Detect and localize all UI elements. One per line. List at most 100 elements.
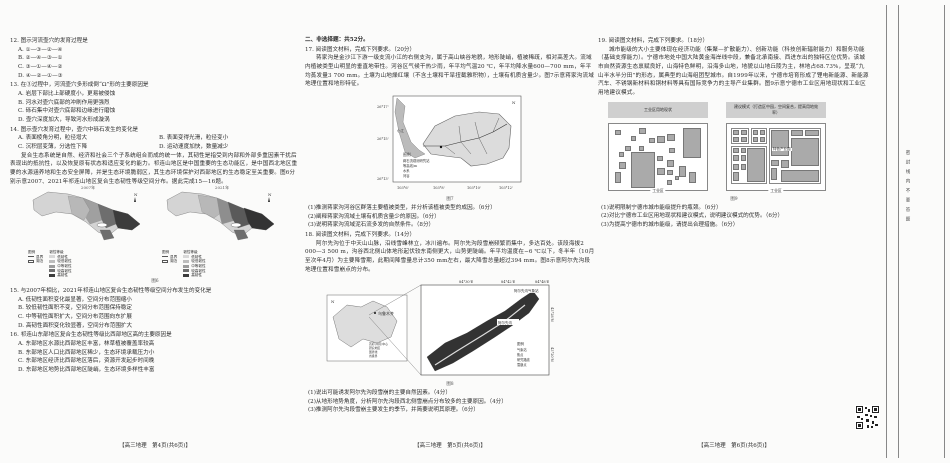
svg-text:小江: 小江 [397, 128, 405, 133]
svg-text:气象站: 气象站 [517, 347, 527, 352]
option-c: C. 砾石集中对壶穴底部和边缘进行磨蚀 [18, 108, 116, 115]
map-year-label: 2021年 [214, 185, 230, 191]
option-d: D. 壶穴深度加大，导致河水形成漩涡 [18, 116, 110, 123]
svg-text:阿尔先沟: 阿尔先沟 [498, 320, 512, 325]
aerxiangou-avalanche-map: 乌鲁木齐 N 首府(州府)中心 研究地区 国界线 省级界 84°30'E 84°… [326, 280, 554, 376]
svg-text:N: N [268, 192, 272, 197]
map-2007: 2007年 N 图例 县界 湖泊 韧性等级 [28, 185, 148, 278]
option-c: C. 中等韧性面积扩大，空间分布范围向东扩展 [18, 314, 132, 321]
option-a: A. 低韧性面积变化最显著，空间分布范围缩小 [18, 296, 132, 303]
option-c: C. ③—①—④—② [18, 63, 63, 70]
question-12: 12. 图示河流壶穴的发育过程是 A. ①—③—②—④ B. ②—④—③—① C… [10, 37, 300, 80]
option-d: D. 高韧性面积变化较显著，空间分布范围扩大 [18, 322, 133, 329]
option-b: B. 较低韧性面积不变，空间分布范围保持稳定 [18, 305, 132, 312]
option-b: B. 河水对壶穴底部的冲刷作用更强烈 [18, 99, 110, 106]
question-16: 16. 祁连山东部地区复合生态韧性等级比西部地区高的主要原因是 A. 东部地区水… [10, 331, 300, 374]
zone-label: 工业区 [650, 187, 666, 193]
svg-text:26°15': 26°15' [377, 137, 389, 141]
panel-header: 建议模式（打造区中园，空间复合，提高用地效率） [726, 101, 826, 118]
binding-line [944, 5, 945, 458]
map-year-label: 2007年 [80, 185, 96, 191]
option-d: D. 运动速度加快，数量减少 [159, 143, 229, 150]
sub-question-2: (2)阐释蒋家沟流域土壤有机质含量少的原因。（6分） [308, 213, 440, 220]
option-b: B. 东部地区人口比西部地区稀少，生态环境承载压力小 [18, 349, 155, 356]
question-stem: 17. 阅读图文材料，完成下列要求。（20分） [305, 46, 416, 53]
figure-8-caption: 图8 [446, 382, 454, 388]
question-stem: 19. 阅读图文材料，完成下列要求。（18分） [598, 38, 709, 44]
industrial-zone-current: 工业区 [608, 122, 708, 193]
svg-text:焦点: 焦点 [517, 352, 524, 357]
option-a: A. 东部地区水源比西部地区丰富，林草植被覆盖率较高 [18, 341, 155, 348]
svg-text:43°20'N: 43°20'N [550, 347, 554, 362]
industrial-zone-proposed: 特色产业园 工业区 [726, 122, 826, 193]
page-4: 12. 图示河流壶穴的发育过程是 A. ①—③—②—④ B. ②—④—③—① C… [10, 0, 300, 463]
svg-text:蒋石流观测研究站: 蒋石流观测研究站 [403, 158, 430, 163]
option-c: C. 东部地区经济比西部地区落后，资源开发起步时间晚 [18, 358, 155, 365]
binding-line [886, 5, 887, 458]
question-stem: 18. 阅读图文材料，完成下列要求。（14分） [305, 231, 416, 238]
page-footer: 【高三地理 第6页(共6页)】 [698, 443, 770, 450]
figure-6: 2007年 N 图例 县界 湖泊 韧性等级 [10, 185, 300, 278]
page-5: 二、非选择题：共52分。 17. 阅读图文材料，完成下列要求。（20分） 蒋家沟… [305, 0, 595, 463]
question-14: 14. 图示壶穴发育过程中，壶穴中砾石发生的变化是 A. 表面棱角分明，粒径增大… [10, 126, 300, 152]
svg-text:103°10': 103°10' [467, 186, 481, 190]
question-stem: 16. 祁连山东部地区复合生态韧性等级比西部地区高的主要原因是 [10, 332, 172, 339]
binding-margin: 密封线内不要答题 [884, 0, 950, 463]
svg-text:省级界: 省级界 [369, 354, 378, 358]
svg-text:国界线: 国界线 [369, 350, 378, 354]
panel-header: 工业区用地现状 [608, 101, 708, 118]
option-d: D. 东部地区地势比西部地区陡峭，生态环境多样性丰富 [18, 367, 155, 374]
passage-17: 蒋家沟是金沙江下游一级支流小江的右侧支沟，属于高山峡谷地貌，地形陡峭，植被稀疏，… [305, 55, 594, 88]
question-18: 18. 阅读图文材料，完成下列要求。（14分） 阿尔先沟位于中天山山脉，沿线雪峰… [305, 231, 595, 415]
question-stem: 15. 与2007年相比，2021年祁连山地区复合生态韧性等级空间分布发生的变化… [10, 288, 212, 295]
figure-7: N 26°17' 26°15' 26°13' 103°6' 103°8' 103… [375, 92, 525, 197]
sub-question-3: (3)推测阿尔先沟段雪崩主要发生的季节，并简要说明其原理。（6分） [308, 407, 479, 414]
sub-question-1: (1)说明限制宁德市城市能级提升的瓶颈。（6分） [601, 204, 722, 211]
land-use-proposed: 建议模式（打造区中园，空间复合，提高用地效率） [726, 101, 826, 193]
option-b: B. ②—④—③—① [18, 55, 63, 62]
qr-code-icon [855, 405, 880, 430]
figure-6-legend: 图例 县界 湖泊 韧性等级 低韧性 较低韧性 中等韧性 较高韧性 高韧性 [162, 250, 206, 278]
question-stem: 13. 在③过程中，河流壶穴多形成倒“Ω”形的主要原因是 [10, 82, 149, 89]
svg-text:雪崩点: 雪崩点 [517, 362, 527, 367]
option-a: A. 表面棱角分明，粒径增大 [18, 135, 88, 142]
svg-text:N: N [331, 299, 335, 304]
svg-text:103°12': 103°12' [499, 186, 513, 190]
map-2021: 2021年 N 图例 县界 湖泊 韧性等级 [162, 185, 282, 278]
svg-text:43°28'N: 43°28'N [550, 307, 554, 322]
sub-question-1: (1)推测蒋家沟河谷区群落主要植被类型，并分析该植被类型的成因。（6分） [308, 204, 496, 211]
seal-line-notice: 密封线内不要答题 [904, 150, 910, 226]
passage-19: 城市能级的大小主要体现在经济功能（集聚—扩散能力）、创新功能（科技创新辐射能力）… [598, 46, 869, 96]
option-a: A. ①—③—②—④ [18, 46, 63, 53]
section-title: 二、非选择题：共52分。 [305, 37, 369, 43]
svg-text:26°13': 26°13' [377, 177, 389, 181]
passage-15-16: 复合生态系统是自然、经济和社会三个子系统组合而成的统一体，其韧性是指受到内部和外… [10, 152, 298, 185]
figure-9: 工业区用地现状 [608, 101, 870, 193]
svg-text:26°17': 26°17' [377, 105, 389, 109]
question-13: 13. 在③过程中，河流壶穴多形成倒“Ω”形的主要原因是 A. 岩层下部比上部硬… [10, 81, 300, 124]
option-d: D. ④—②—①—③ [18, 72, 63, 79]
sub-question-3: (3)说明蒋家沟流域泥石流多发的自然条件。（8分） [308, 222, 435, 229]
option-c: C. 沉积层变薄，分选性下降 [18, 143, 88, 150]
svg-text:N: N [134, 192, 138, 197]
svg-text:乌鲁木齐: 乌鲁木齐 [378, 310, 394, 316]
sub-question-1: (1)说出可能诱发阿尔先沟段雪崩的主要自然因素。（4分） [308, 390, 451, 397]
option-b: B. 表面变得光滑，粒径变小 [159, 135, 229, 142]
land-use-current: 工业区用地现状 [608, 101, 708, 193]
figure-6-caption: 图6 [151, 279, 159, 285]
sub-question-3: (3)为提高宁德市的城市能级，请提出合理措施。（6分） [601, 221, 739, 228]
resilience-map-2021: N [166, 191, 275, 241]
resilience-map-2007: N [32, 191, 141, 241]
figure-7-caption: 图7 [446, 196, 454, 202]
question-15: 15. 与2007年相比，2021年祁连山地区复合生态韧性等级空间分布发生的变化… [10, 287, 300, 330]
sub-question-2: (2)对比宁德市工业区用地现状和建议模式，说明建议模式的优势。（6分） [601, 213, 784, 220]
option-a: A. 岩层下部比上部硬度小，更易被侵蚀 [18, 90, 116, 97]
question-17: 17. 阅读图文材料，完成下列要求。（20分） 蒋家沟是金沙江下游一级支流小江的… [305, 46, 595, 230]
svg-text:图例: 图例 [517, 341, 525, 346]
question-stem: 12. 图示河流壶穴的发育过程是 [10, 38, 88, 44]
jiangjiagou-basin-map: N 26°17' 26°15' 26°13' 103°6' 103°8' 103… [377, 95, 522, 190]
page-footer: 【高三地理 第5页(共6页)】 [414, 443, 486, 450]
binding-line [898, 5, 899, 458]
figure-9-caption: 图9 [730, 196, 738, 202]
question-stem: 14. 图示壶穴发育过程中，壶穴中砾石发生的变化是 [10, 126, 139, 133]
